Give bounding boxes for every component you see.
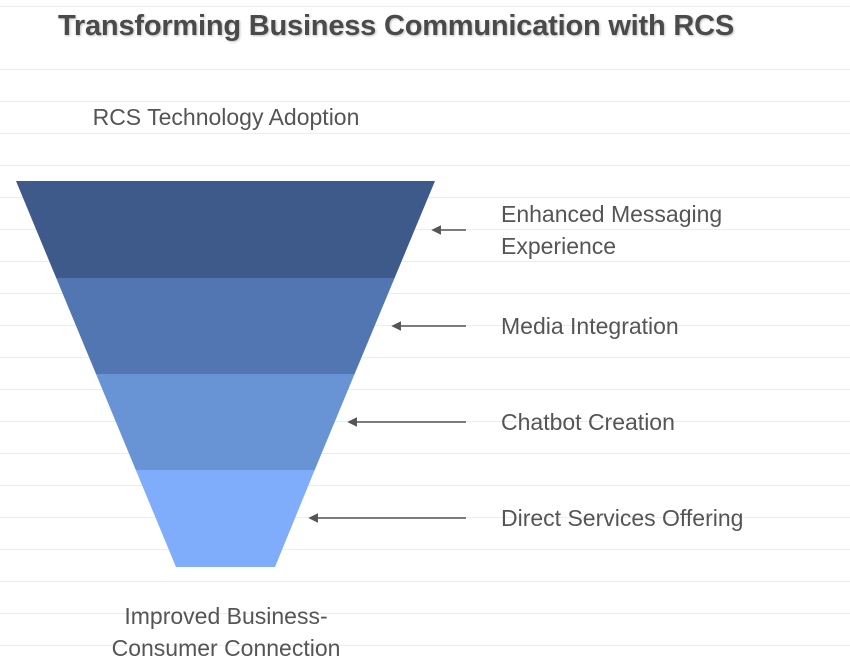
stage-label-line: Experience bbox=[501, 233, 617, 259]
stage-label-line: Chatbot Creation bbox=[501, 409, 675, 435]
stage-label-line: Media Integration bbox=[501, 313, 679, 339]
bottom-label-line: Consumer Connection bbox=[111, 635, 341, 661]
funnel-stage-direct-services bbox=[135, 470, 315, 567]
stage-label-enhanced-messaging: Enhanced Messaging Experience bbox=[501, 198, 722, 262]
diagram-title: Transforming Business Communication with… bbox=[58, 10, 734, 42]
funnel-bottom-label: Improved Business- Consumer Connection bbox=[0, 600, 452, 664]
stage-label-media-integration: Media Integration bbox=[501, 310, 679, 342]
funnel-stage-enhanced-messaging bbox=[16, 181, 435, 278]
stage-label-line: Direct Services Offering bbox=[501, 505, 744, 531]
funnel-top-label: RCS Technology Adoption bbox=[92, 104, 360, 130]
stage-label-chatbot-creation: Chatbot Creation bbox=[501, 406, 675, 438]
funnel-stage-media-integration bbox=[56, 278, 395, 374]
bottom-label-line: Improved Business- bbox=[124, 603, 328, 629]
stage-label-direct-services: Direct Services Offering bbox=[501, 502, 743, 534]
stage-label-line: Enhanced Messaging bbox=[501, 201, 723, 227]
funnel-stage-chatbot-creation bbox=[96, 374, 355, 470]
